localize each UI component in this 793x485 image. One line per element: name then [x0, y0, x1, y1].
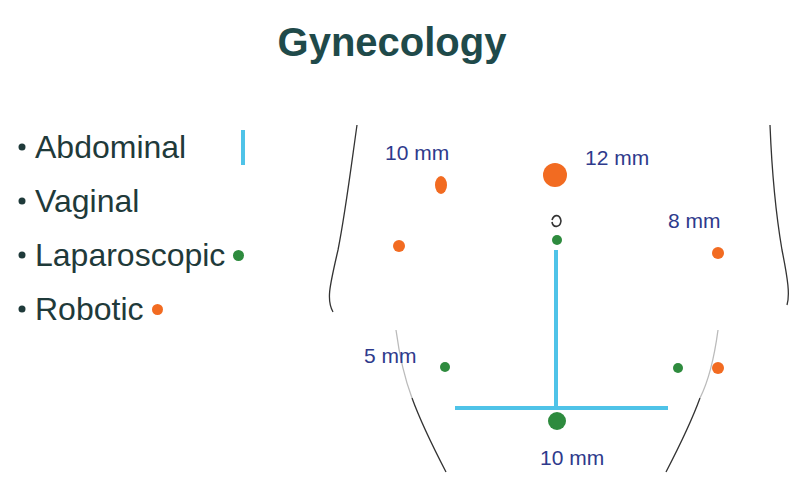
legend-text: Robotic — [35, 293, 144, 325]
legend-text: Laparoscopic — [35, 239, 225, 271]
dimension-label: 10 mm — [540, 447, 604, 468]
right-groin — [666, 398, 700, 472]
pfannenstiel-incision — [455, 406, 668, 410]
right-flank — [770, 125, 788, 305]
laparoscopic-ports — [440, 235, 683, 430]
laparoscopic-port — [548, 412, 566, 430]
umbilicus — [552, 216, 561, 227]
bullets — [19, 144, 26, 313]
dimension-label: 8 mm — [668, 210, 721, 231]
bullet — [19, 306, 26, 313]
dimension-label: 10 mm — [385, 142, 449, 163]
dimension-label: 5 mm — [364, 345, 417, 366]
robotic-port — [712, 247, 724, 259]
bullet — [19, 198, 26, 205]
laparoscopic-port — [552, 235, 562, 245]
abdominal-incisions — [455, 250, 668, 408]
legend-text: Abdominal — [35, 131, 186, 163]
legend-swatch — [233, 250, 244, 261]
robotic-ports — [393, 163, 724, 374]
legend-swatch — [152, 304, 163, 315]
laparoscopic-port — [440, 362, 450, 372]
legend-line-sample — [241, 130, 245, 165]
bullet — [19, 252, 26, 259]
robotic-port — [712, 362, 724, 374]
laparoscopic-port — [673, 363, 683, 373]
bullet — [19, 144, 26, 151]
robotic-port — [393, 240, 405, 252]
dimension-label: 12 mm — [585, 147, 649, 168]
slide-title: Gynecology — [278, 22, 507, 62]
left-groin — [412, 398, 446, 472]
body-outline — [329, 125, 788, 472]
left-flank — [329, 125, 357, 312]
legend-text: Vaginal — [35, 185, 139, 217]
robotic-port — [543, 163, 567, 187]
midline-incision — [554, 250, 558, 408]
robotic-port — [435, 176, 447, 194]
